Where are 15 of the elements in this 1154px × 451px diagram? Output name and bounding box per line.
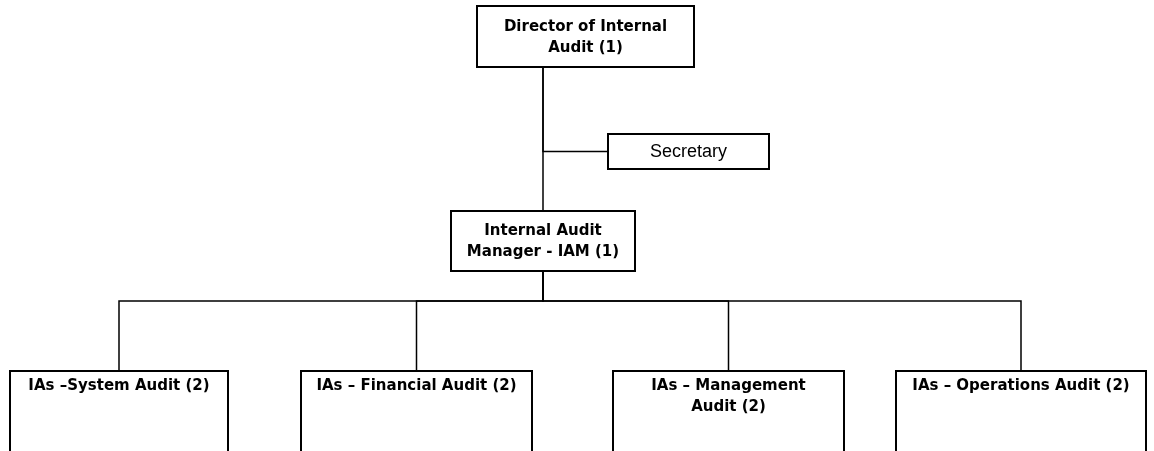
position-title: Internal Audit Manager - IAM (1) [466,220,620,262]
position-title: IAs – Management Audit (2) [650,375,807,417]
position-box [895,370,1147,451]
position-box [300,370,533,451]
position-title: IAs –System Audit (2) [28,375,210,396]
position-box [9,370,229,451]
position-title: Director of Internal Audit (1) [502,15,669,58]
position-box [450,210,636,272]
staff-box [607,133,770,170]
position-box [612,370,845,451]
position-title: IAs – Financial Audit (2) [316,375,517,396]
position-box [476,5,695,68]
position-title: IAs – Operations Audit (2) [912,375,1130,396]
connector-line [542,67,608,153]
position-title: Secretary [650,141,727,162]
